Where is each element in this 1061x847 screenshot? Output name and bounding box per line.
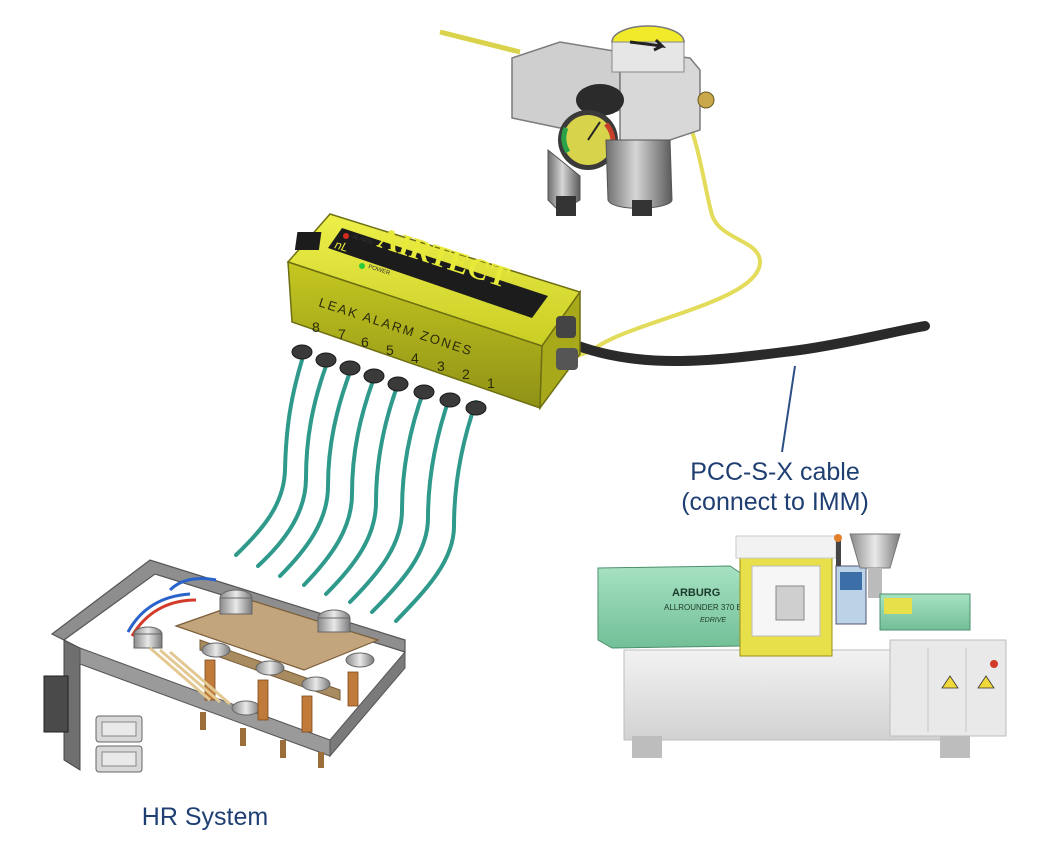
sensor-tubes xyxy=(234,358,478,623)
zone-number: 7 xyxy=(338,326,346,342)
zone-number: 6 xyxy=(361,334,369,350)
regulator-knob xyxy=(576,84,624,116)
logo-text: nL xyxy=(333,237,350,254)
pcc-s-x-cable xyxy=(563,321,930,366)
cable-label-line1: PCC-S-X cable xyxy=(690,458,860,486)
machine-brand: ARBURG xyxy=(672,587,720,599)
zone-number: 3 xyxy=(437,358,445,374)
zone-number: 5 xyxy=(386,342,394,358)
zone-number: 4 xyxy=(411,350,419,366)
filter-bowl-right xyxy=(605,139,673,209)
air-regulator-unit xyxy=(439,25,763,360)
alarm-led xyxy=(343,233,349,239)
air-connector xyxy=(556,348,578,370)
sensor-label-band xyxy=(328,228,548,318)
nozzle-tips xyxy=(200,712,324,768)
zone-fittings xyxy=(291,344,487,416)
cable-connector xyxy=(556,316,576,338)
arrow-icon xyxy=(629,38,667,52)
pcc-s-x-cable-label: PCC-S-X cable (connect to IMM) xyxy=(640,457,910,517)
cable-callout-line xyxy=(781,365,796,453)
airtect-leak-sensor: nL AIRTECT 4508-S 8-ZONE PLASTIC LEAK SE… xyxy=(286,213,582,416)
nozzles xyxy=(133,589,375,716)
hot-runner-system xyxy=(43,559,406,773)
cable-label-line2: (connect to IMM) xyxy=(681,488,869,516)
nl-logo xyxy=(294,232,322,250)
machine-sub: EDRIVE xyxy=(700,617,726,624)
zone-number: 2 xyxy=(462,366,470,382)
heater-coils xyxy=(204,659,359,733)
air-supply-line xyxy=(569,119,763,360)
machine-model: ALLROUNDER 370 E xyxy=(664,603,742,612)
power-led xyxy=(359,263,365,269)
hr-system-label: HR System xyxy=(141,803,269,831)
zone-number: 8 xyxy=(312,319,320,335)
air-intake-pipe xyxy=(439,29,521,55)
injection-molding-machine: ARBURG ALLROUNDER 370 E EDRIVE xyxy=(597,533,1007,758)
zone-number: 1 xyxy=(487,375,495,391)
material-hopper xyxy=(849,533,901,569)
zone-numbers: 8 7 6 5 4 3 2 1 xyxy=(312,319,495,391)
terminal-block xyxy=(43,675,69,733)
